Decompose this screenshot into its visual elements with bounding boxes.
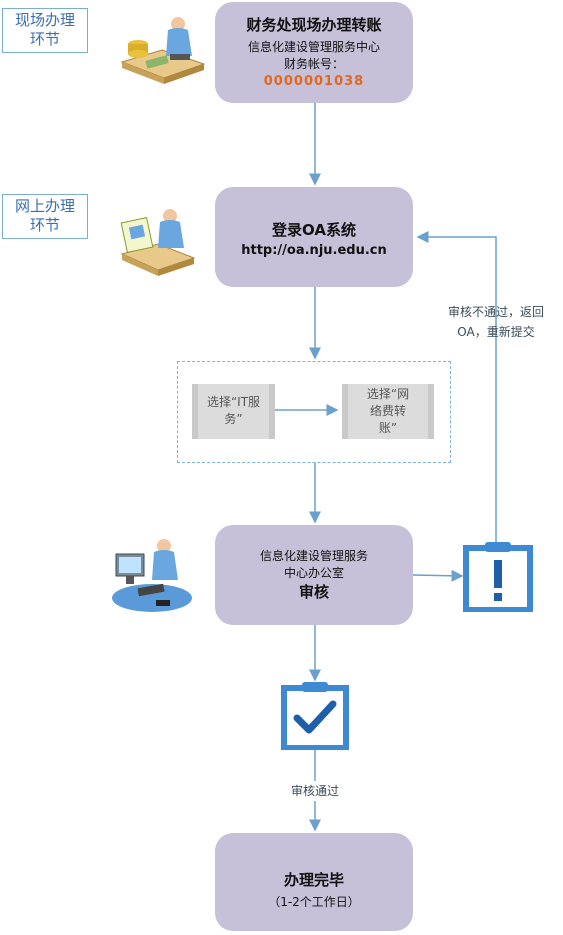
arrow-reject-back-to-login	[416, 231, 497, 543]
stage-tag-onsite: 现场办理 环节	[2, 8, 88, 53]
clerk-online-form-icon	[120, 209, 196, 276]
node-review: 信息化建设管理服务 中心办公室 审核	[215, 525, 413, 625]
stage-tag-onsite-line2: 环节	[29, 30, 60, 48]
node-done: 办理完毕 （1-2个工作日）	[215, 833, 413, 931]
clerk-counting-money-icon	[120, 17, 206, 84]
stage-tag-online: 网上办理 环节	[2, 194, 88, 239]
option-network-fee: 选择“网络费转账”	[342, 384, 434, 439]
option-it-service-line2: 务”	[224, 412, 243, 426]
approved-label: 审核通过	[276, 781, 354, 801]
operator-computer-icon	[112, 539, 192, 612]
node-done-duration: （1-2个工作日）	[268, 895, 360, 909]
node-review-line2: 中心办公室	[283, 566, 344, 580]
stage-tag-online-line1: 网上办理	[14, 197, 75, 215]
reject-note: 审核不通过，返回 OA，重新提交	[438, 302, 554, 342]
stage-tag-online-line2: 环节	[29, 216, 60, 234]
node-onsite-transfer: 财务处现场办理转账 信息化建设管理服务中心 财务帐号： 0000001038	[215, 2, 413, 103]
node-done-title: 办理完毕	[283, 871, 344, 889]
rejected-clipboard-icon	[463, 542, 533, 612]
reject-note-line1: 审核不通过，返回	[447, 305, 544, 319]
node-onsite-department: 信息化建设管理服务中心	[247, 40, 380, 54]
node-onsite-account-label: 财务帐号：	[283, 57, 344, 71]
approved-clipboard-icon	[281, 682, 349, 750]
option-network-fee-line2: 络费转	[369, 404, 406, 418]
node-login-url: http://oa.nju.edu.cn	[241, 243, 387, 258]
option-it-service-line1: 选择“IT服	[206, 395, 261, 409]
option-network-fee-line3: 账”	[378, 421, 398, 435]
node-review-title: 审核	[298, 583, 329, 601]
options-group	[177, 361, 451, 463]
node-onsite-account-number: 0000001038	[263, 74, 365, 89]
stage-tag-onsite-line1: 现场办理	[14, 11, 75, 29]
node-login-oa: 登录OA系统 http://oa.nju.edu.cn	[215, 187, 413, 287]
node-review-line1: 信息化建设管理服务	[259, 549, 368, 563]
arrow-review-to-reject	[412, 569, 464, 582]
node-onsite-title: 财务处现场办理转账	[246, 16, 382, 34]
option-network-fee-line1: 选择“网	[366, 387, 410, 401]
option-it-service: 选择“IT服务”	[192, 384, 275, 439]
node-login-title: 登录OA系统	[272, 221, 356, 239]
reject-note-line2: OA，重新提交	[457, 325, 535, 339]
